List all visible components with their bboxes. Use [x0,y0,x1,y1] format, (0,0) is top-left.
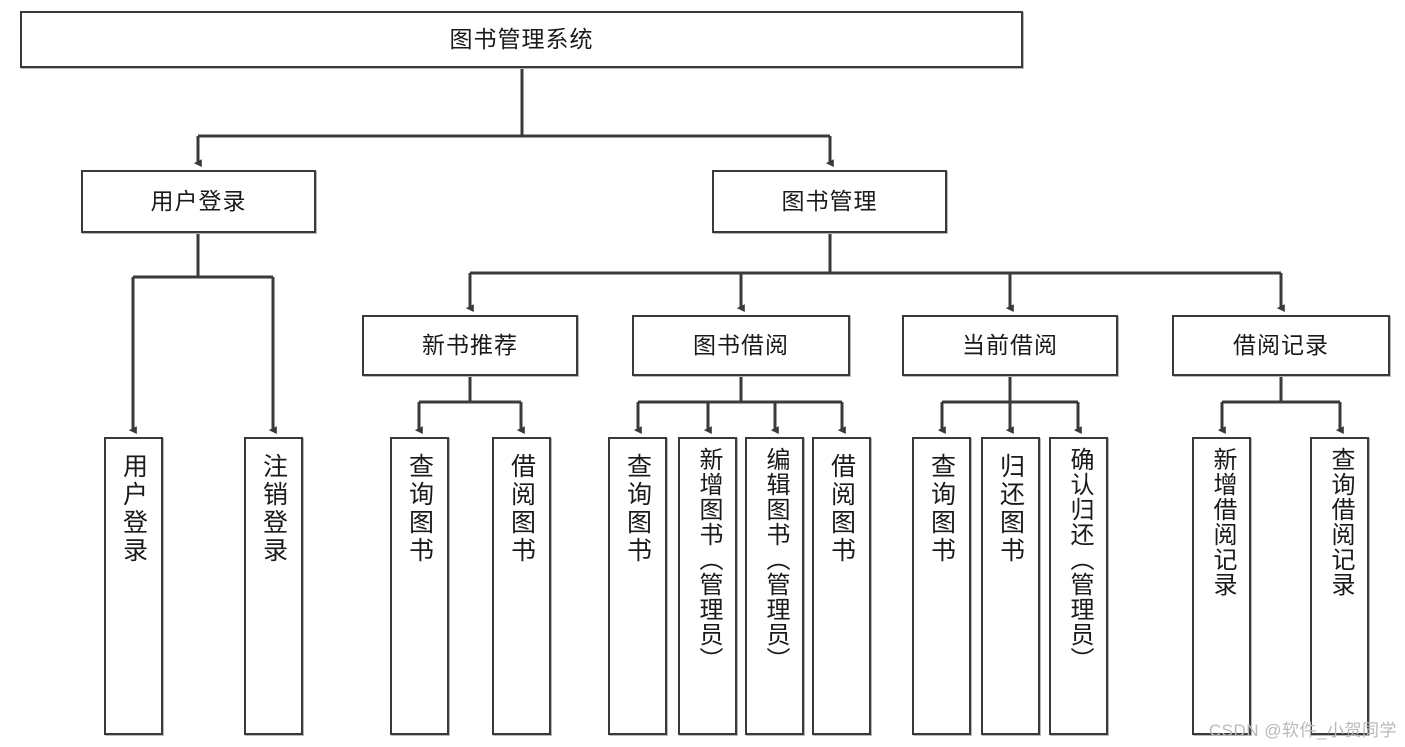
leaf-borrow-book-2[interactable]: 借阅图书 [812,437,871,735]
node-new-book-recommend-label: 新书推荐 [422,331,518,358]
leaf-confirm-return-label: 确认归还（管理员） [1065,447,1093,672]
leaf-return-book-label: 归还图书 [996,453,1025,565]
leaf-query-book-1-label: 查询图书 [405,453,434,565]
leaf-query-book-3-label: 查询图书 [927,453,956,565]
node-user-login[interactable]: 用户登录 [81,170,316,233]
leaf-borrow-book-1-label: 借阅图书 [507,453,536,565]
node-book-borrow[interactable]: 图书借阅 [632,315,850,376]
node-root-label: 图书管理系统 [449,25,594,52]
leaf-query-record-label: 查询借阅记录 [1326,447,1354,597]
leaf-add-book-label: 新增图书（管理员） [694,447,722,672]
leaf-query-book-2-label: 查询图书 [623,453,652,565]
node-root[interactable]: 图书管理系统 [20,11,1023,68]
leaf-edit-book-label: 编辑图书（管理员） [761,447,789,672]
leaf-edit-book[interactable]: 编辑图书（管理员） [745,437,804,735]
leaf-borrow-book-2-label: 借阅图书 [827,453,856,565]
node-book-management[interactable]: 图书管理 [712,170,947,233]
watermark: CSDN @软件_小贺同学 [1208,721,1397,740]
leaf-return-book[interactable]: 归还图书 [981,437,1040,735]
node-user-login-label: 用户登录 [150,187,247,214]
node-borrow-record-label: 借阅记录 [1233,331,1329,358]
node-current-borrow[interactable]: 当前借阅 [902,315,1118,376]
leaf-logout-login-label: 注销登录 [259,453,288,565]
leaf-user-login-label: 用户登录 [119,453,148,565]
leaf-add-book[interactable]: 新增图书（管理员） [678,437,737,735]
leaf-query-book-2[interactable]: 查询图书 [608,437,667,735]
leaf-add-record[interactable]: 新增借阅记录 [1192,437,1251,735]
leaf-query-book-1[interactable]: 查询图书 [390,437,449,735]
node-book-borrow-label: 图书借阅 [693,331,789,358]
node-current-borrow-label: 当前借阅 [962,331,1058,358]
leaf-confirm-return[interactable]: 确认归还（管理员） [1049,437,1108,735]
leaf-query-book-3[interactable]: 查询图书 [912,437,971,735]
node-new-book-recommend[interactable]: 新书推荐 [362,315,578,376]
leaf-add-record-label: 新增借阅记录 [1208,447,1236,597]
leaf-query-record[interactable]: 查询借阅记录 [1310,437,1369,735]
leaf-user-login[interactable]: 用户登录 [104,437,163,735]
leaf-borrow-book-1[interactable]: 借阅图书 [492,437,551,735]
node-borrow-record[interactable]: 借阅记录 [1172,315,1390,376]
leaf-logout-login[interactable]: 注销登录 [244,437,303,735]
node-book-management-label: 图书管理 [781,187,878,214]
